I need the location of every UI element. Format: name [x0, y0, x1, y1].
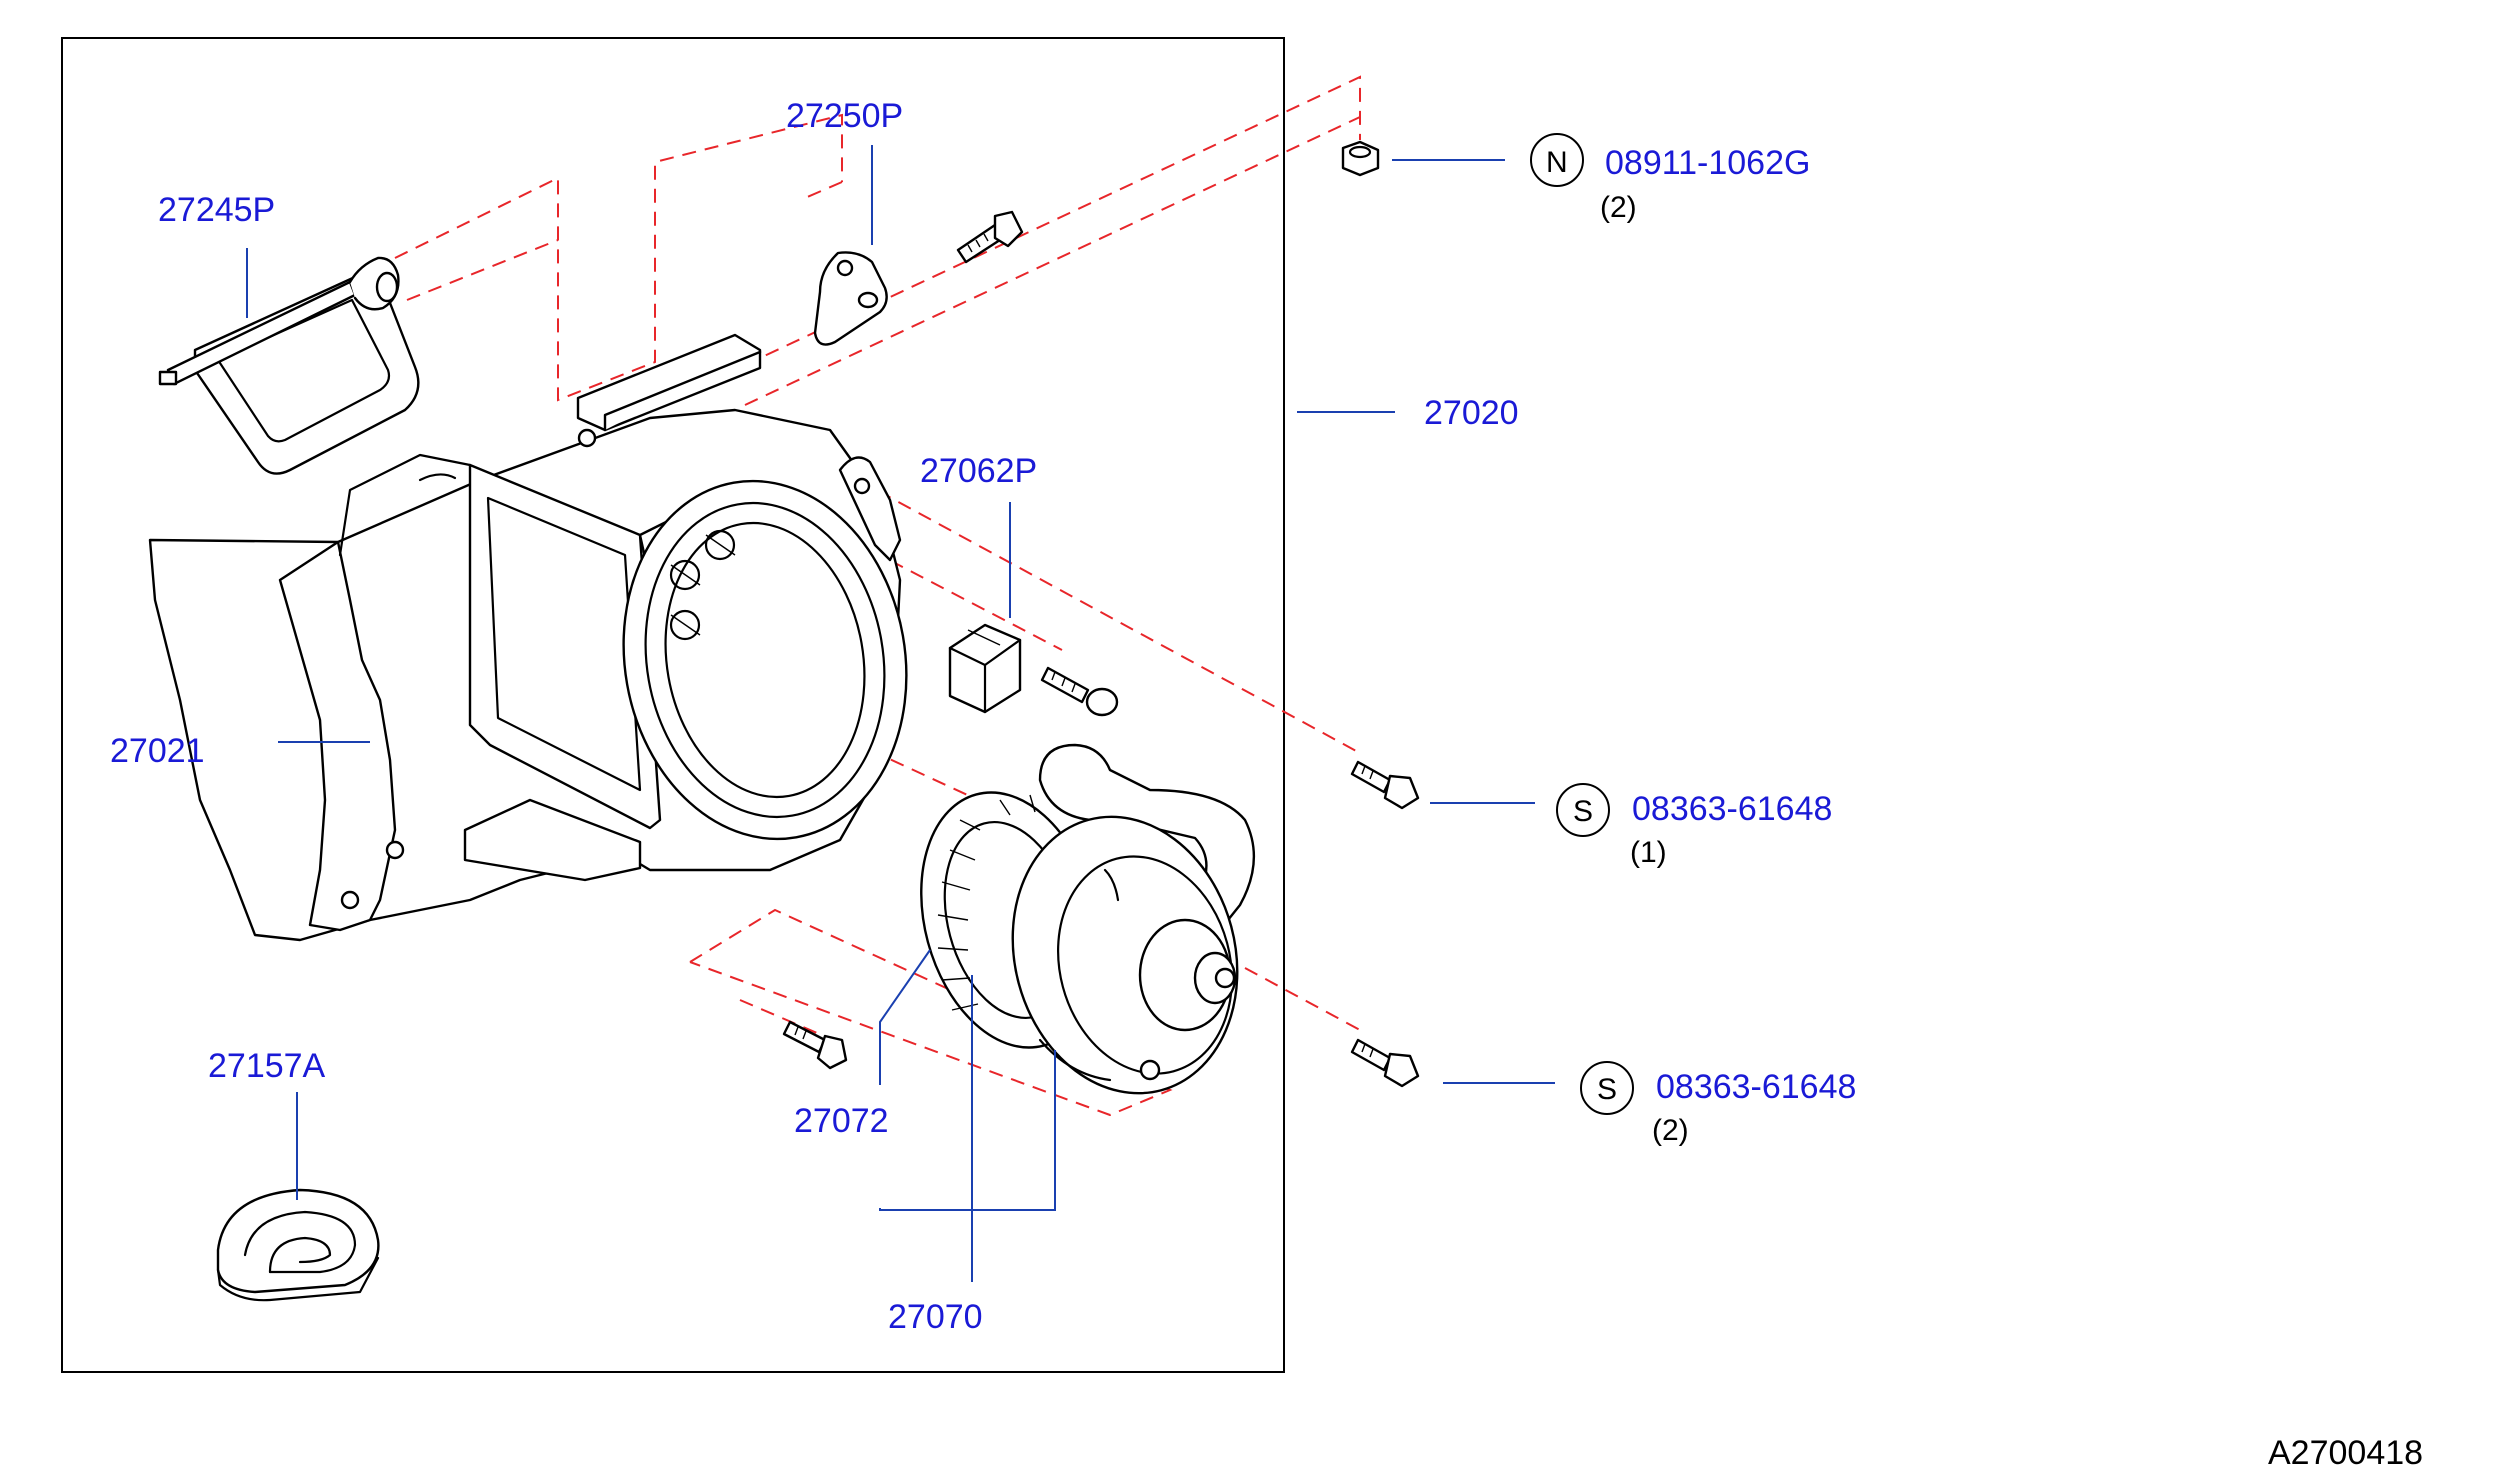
bracket-27250P	[813, 251, 888, 346]
seal-27157A	[216, 1188, 380, 1302]
bolt-lower-code-circle	[1580, 1061, 1634, 1115]
blower-housing-27021	[148, 333, 908, 942]
label-27072: 27072	[794, 1102, 889, 1140]
bolt-lower-code-letter: S	[1597, 1073, 1617, 1106]
nut-code-circle	[1530, 133, 1584, 187]
label-27157A: 27157A	[208, 1047, 326, 1085]
bolt-lower-part-number: 08363-61648	[1656, 1068, 1856, 1106]
label-27062P: 27062P	[920, 452, 1037, 490]
nut-part-number: 08911-1062G	[1605, 144, 1810, 182]
impeller-blades	[937, 794, 1036, 1011]
leader-lines	[246, 145, 1555, 1282]
label-27250P: 27250P	[786, 97, 903, 135]
damper-door-27245P	[158, 256, 420, 475]
bolt-upper-code-letter: S	[1573, 795, 1593, 828]
bolt-bracket	[956, 210, 1024, 264]
blower-motor-27070	[920, 743, 1255, 1095]
label-27070: 27070	[888, 1298, 983, 1336]
nut-qty: (2)	[1600, 191, 1637, 224]
screw-resistor	[1040, 666, 1119, 717]
bolt-upper-qty: (1)	[1630, 836, 1667, 869]
nut-code-letter: N	[1546, 146, 1568, 179]
resistor-27062P	[948, 623, 1022, 714]
alignment-lines	[394, 75, 1361, 1117]
label-27021: 27021	[110, 732, 205, 770]
nut-08911	[1341, 140, 1380, 177]
assembly-frame	[61, 37, 1285, 1373]
label-27245P: 27245P	[158, 191, 275, 229]
bolt-08363-lower	[1350, 1038, 1420, 1088]
bolt-upper-code-circle	[1556, 783, 1610, 837]
label-27020: 27020	[1424, 394, 1519, 432]
diagram-reference: A2700418	[2268, 1434, 2423, 1472]
bolt-motor-left	[782, 1020, 848, 1070]
bolt-upper-part-number: 08363-61648	[1632, 790, 1832, 828]
bolt-lower-qty: (2)	[1652, 1114, 1689, 1147]
bolt-08363-upper	[1350, 760, 1420, 810]
